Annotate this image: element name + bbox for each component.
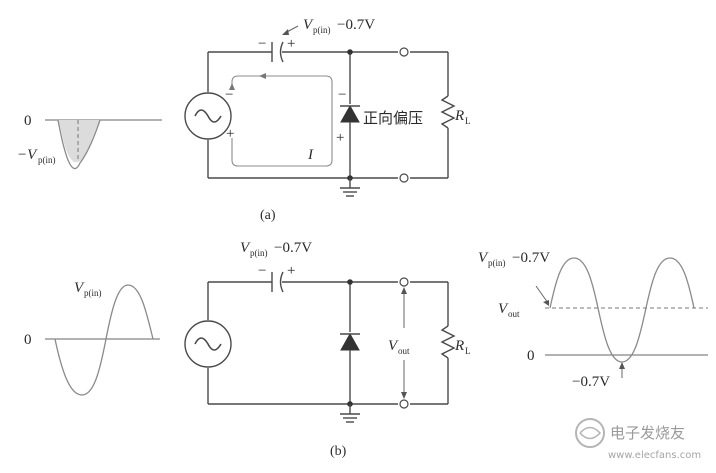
terminal-bottom-b (399, 399, 409, 409)
rl-label-b: R (454, 338, 464, 354)
rl-sub-b: L (465, 346, 471, 356)
current-arrow-icon (229, 83, 235, 90)
vout-label-b: V (388, 338, 399, 354)
vout-arrow-down-icon (401, 392, 407, 399)
cap-minus-a: − (258, 36, 266, 52)
junction-top-b (347, 279, 353, 285)
vp-pointer-arrow-icon (543, 300, 549, 306)
diode-minus-a: − (338, 87, 346, 103)
neg-vp-label: −V (17, 147, 38, 163)
junction-top-a (347, 49, 353, 55)
neg07-arrow-icon (619, 362, 625, 369)
cap-voltage-sub-a: p(in) (313, 25, 331, 35)
cap-voltage-label-a: V (303, 17, 314, 33)
rl-label-a: R (454, 108, 464, 124)
vout-arrow-up-icon (401, 287, 407, 294)
zero-label-a: 0 (24, 113, 32, 129)
current-arrow-top-icon (259, 73, 266, 79)
sine-symbol-icon (194, 337, 222, 351)
cap-voltage-suffix-b: −0.7V (274, 240, 312, 256)
input-waveform-a: 0 −V p(in) (17, 113, 162, 170)
panel-b: 0 V p(in) (24, 240, 708, 459)
clamped-output-wave (549, 257, 695, 363)
terminal-bottom-a (399, 173, 409, 183)
source-plus-a: + (226, 126, 234, 142)
neg07-label: −0.7V (572, 374, 610, 390)
pointer-arrow-icon (282, 29, 289, 35)
vout-sub-out: out (508, 309, 520, 319)
capacitor-plate-2-b (279, 271, 284, 293)
circuit-b: V p(in) −0.7V − + V out R L (184, 240, 471, 423)
rl-sub-a: L (465, 116, 471, 126)
zero-label-out: 0 (527, 348, 535, 364)
output-waveform-b: V p(in) −0.7V V out 0 −0.7V (478, 250, 708, 390)
sine-symbol-icon (194, 109, 222, 123)
vp-label-out: V (478, 250, 489, 266)
cap-voltage-suffix-a: −0.7V (337, 17, 375, 33)
watermark: 电子发烧友 www.elecfans.com (575, 418, 701, 461)
cap-plus-a: + (287, 36, 295, 52)
diode-plus-a: + (336, 130, 344, 146)
current-label: I (307, 147, 314, 163)
sine-input (54, 284, 154, 396)
terminal-top-a (399, 47, 409, 57)
diode-symbol-a (340, 104, 360, 123)
input-waveform-b: 0 V p(in) (24, 280, 160, 396)
negative-half-cycle (57, 119, 101, 170)
vout-sub-b: out (398, 346, 410, 356)
shaded-half-cycle (58, 120, 100, 163)
cap-voltage-label-b: V (240, 240, 251, 256)
forward-bias-label: 正向偏压 (363, 109, 423, 127)
vp-sub-b: p(in) (84, 288, 102, 298)
caption-b: (b) (330, 444, 347, 459)
circuit-a: V p(in) −0.7V − + − + − + I 正向偏压 R L (184, 17, 471, 197)
vp-suffix-out: −0.7V (512, 250, 550, 266)
caption-a: (a) (260, 208, 276, 223)
cap-minus-b: − (258, 263, 266, 279)
resistor-rl-b (440, 325, 456, 359)
vp-pointer-out (535, 285, 549, 304)
watermark-text: 电子发烧友 (610, 424, 685, 442)
vout-label-out: V (498, 301, 509, 317)
watermark-logo-icon (575, 418, 605, 448)
cap-voltage-sub-b: p(in) (250, 248, 268, 258)
source-minus-a: − (225, 87, 233, 103)
zero-label-b: 0 (24, 332, 32, 348)
resistor-rl-a (440, 95, 456, 129)
watermark-url: www.elecfans.com (608, 450, 701, 461)
panel-a: 0 −V p(in) (17, 17, 471, 223)
vp-label-b: V (74, 280, 85, 296)
capacitor-plate-2-a (279, 41, 284, 63)
terminal-top-b (399, 277, 409, 287)
diode-symbol-b (340, 332, 360, 351)
vp-sub-out: p(in) (488, 258, 506, 268)
current-path-loop (231, 75, 333, 167)
neg-vp-sub: p(in) (38, 155, 56, 165)
cap-plus-b: + (287, 263, 295, 279)
